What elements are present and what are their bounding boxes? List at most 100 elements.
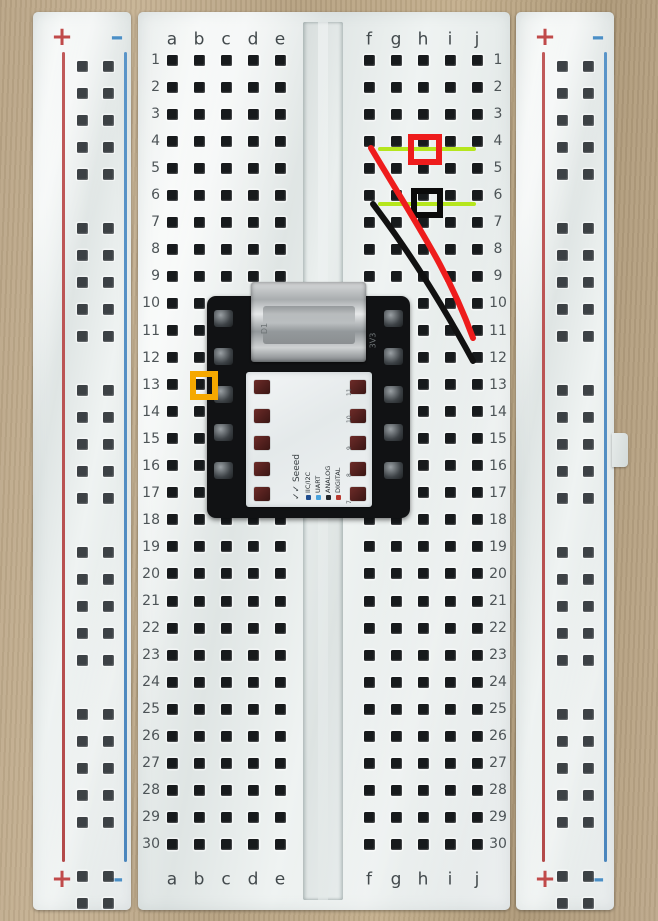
breadboard-hole[interactable] <box>363 270 375 282</box>
breadboard-hole[interactable] <box>471 297 483 309</box>
breadboard-hole[interactable] <box>76 87 88 99</box>
breadboard-hole[interactable] <box>220 838 232 850</box>
breadboard-hole[interactable] <box>417 514 429 526</box>
breadboard-hole[interactable] <box>471 54 483 66</box>
breadboard-hole[interactable] <box>247 541 259 553</box>
breadboard-hole[interactable] <box>166 649 178 661</box>
breadboard-hole[interactable] <box>582 762 594 774</box>
breadboard-hole[interactable] <box>102 735 114 747</box>
breadboard-hole[interactable] <box>417 108 429 120</box>
breadboard-hole[interactable] <box>247 649 259 661</box>
breadboard-hole[interactable] <box>444 162 456 174</box>
breadboard-hole[interactable] <box>76 627 88 639</box>
breadboard-hole[interactable] <box>582 276 594 288</box>
breadboard-hole[interactable] <box>274 108 286 120</box>
breadboard-hole[interactable] <box>220 216 232 228</box>
breadboard-hole[interactable] <box>76 870 88 882</box>
breadboard-hole[interactable] <box>76 735 88 747</box>
breadboard-hole[interactable] <box>471 243 483 255</box>
breadboard-hole[interactable] <box>556 465 568 477</box>
breadboard-hole[interactable] <box>102 141 114 153</box>
breadboard-hole[interactable] <box>166 703 178 715</box>
breadboard-hole[interactable] <box>76 114 88 126</box>
breadboard-hole[interactable] <box>417 730 429 742</box>
breadboard-hole[interactable] <box>102 222 114 234</box>
usb-c-connector[interactable] <box>251 282 366 362</box>
breadboard-hole[interactable] <box>166 541 178 553</box>
breadboard-hole[interactable] <box>556 60 568 72</box>
breadboard-hole[interactable] <box>274 703 286 715</box>
breadboard-hole[interactable] <box>166 135 178 147</box>
breadboard-hole[interactable] <box>193 703 205 715</box>
breadboard-hole[interactable] <box>166 433 178 445</box>
breadboard-hole[interactable] <box>220 81 232 93</box>
breadboard-hole[interactable] <box>166 406 178 418</box>
breadboard-hole[interactable] <box>556 87 568 99</box>
breadboard-hole[interactable] <box>390 568 402 580</box>
breadboard-hole[interactable] <box>417 352 429 364</box>
breadboard-hole[interactable] <box>76 762 88 774</box>
breadboard-hole[interactable] <box>363 757 375 769</box>
breadboard-hole[interactable] <box>220 541 232 553</box>
breadboard-hole[interactable] <box>166 54 178 66</box>
breadboard-hole[interactable] <box>417 54 429 66</box>
breadboard-hole[interactable] <box>247 703 259 715</box>
breadboard-hole[interactable] <box>363 595 375 607</box>
breadboard-hole[interactable] <box>556 492 568 504</box>
breadboard-hole[interactable] <box>582 249 594 261</box>
breadboard-hole[interactable] <box>582 222 594 234</box>
breadboard-hole[interactable] <box>417 270 429 282</box>
breadboard-hole[interactable] <box>444 325 456 336</box>
breadboard-hole[interactable] <box>220 568 232 580</box>
breadboard-hole[interactable] <box>166 514 178 526</box>
breadboard-hole[interactable] <box>444 568 456 580</box>
breadboard-hole[interactable] <box>102 465 114 477</box>
breadboard-hole[interactable] <box>444 216 456 228</box>
breadboard-hole[interactable] <box>274 568 286 580</box>
breadboard-hole[interactable] <box>471 757 483 769</box>
breadboard-hole[interactable] <box>582 600 594 612</box>
breadboard-hole[interactable] <box>274 135 286 147</box>
breadboard-hole[interactable] <box>471 487 483 499</box>
breadboard-hole[interactable] <box>166 676 178 688</box>
breadboard-hole[interactable] <box>444 757 456 769</box>
breadboard-hole[interactable] <box>193 406 205 418</box>
breadboard-hole[interactable] <box>193 352 205 364</box>
breadboard-hole[interactable] <box>390 541 402 553</box>
breadboard-hole[interactable] <box>390 216 402 228</box>
breadboard-hole[interactable] <box>193 487 205 499</box>
breadboard-hole[interactable] <box>471 325 483 336</box>
breadboard-hole[interactable] <box>556 573 568 585</box>
breadboard-hole[interactable] <box>102 654 114 666</box>
breadboard-hole[interactable] <box>390 703 402 715</box>
breadboard-hole[interactable] <box>556 708 568 720</box>
breadboard-hole[interactable] <box>76 384 88 396</box>
breadboard-hole[interactable] <box>417 406 429 418</box>
breadboard-hole[interactable] <box>76 708 88 720</box>
breadboard-hole[interactable] <box>220 243 232 255</box>
breadboard-hole[interactable] <box>390 757 402 769</box>
breadboard-hole[interactable] <box>193 433 205 445</box>
breadboard-hole[interactable] <box>274 270 286 282</box>
breadboard-hole[interactable] <box>247 270 259 282</box>
breadboard-hole[interactable] <box>582 168 594 180</box>
breadboard-hole[interactable] <box>102 627 114 639</box>
breadboard-hole[interactable] <box>444 838 456 850</box>
breadboard-hole[interactable] <box>247 54 259 66</box>
breadboard-hole[interactable] <box>102 546 114 558</box>
breadboard-hole[interactable] <box>220 784 232 796</box>
breadboard-hole[interactable] <box>102 249 114 261</box>
breadboard-hole[interactable] <box>417 379 429 391</box>
breadboard-hole[interactable] <box>417 541 429 553</box>
breadboard-hole[interactable] <box>363 216 375 228</box>
breadboard-hole[interactable] <box>102 411 114 423</box>
breadboard-hole[interactable] <box>471 379 483 391</box>
breadboard-hole[interactable] <box>444 595 456 607</box>
breadboard-hole[interactable] <box>274 838 286 850</box>
breadboard-hole[interactable] <box>193 622 205 634</box>
breadboard-hole[interactable] <box>76 816 88 828</box>
breadboard-hole[interactable] <box>274 81 286 93</box>
breadboard-hole[interactable] <box>102 87 114 99</box>
breadboard-hole[interactable] <box>220 270 232 282</box>
